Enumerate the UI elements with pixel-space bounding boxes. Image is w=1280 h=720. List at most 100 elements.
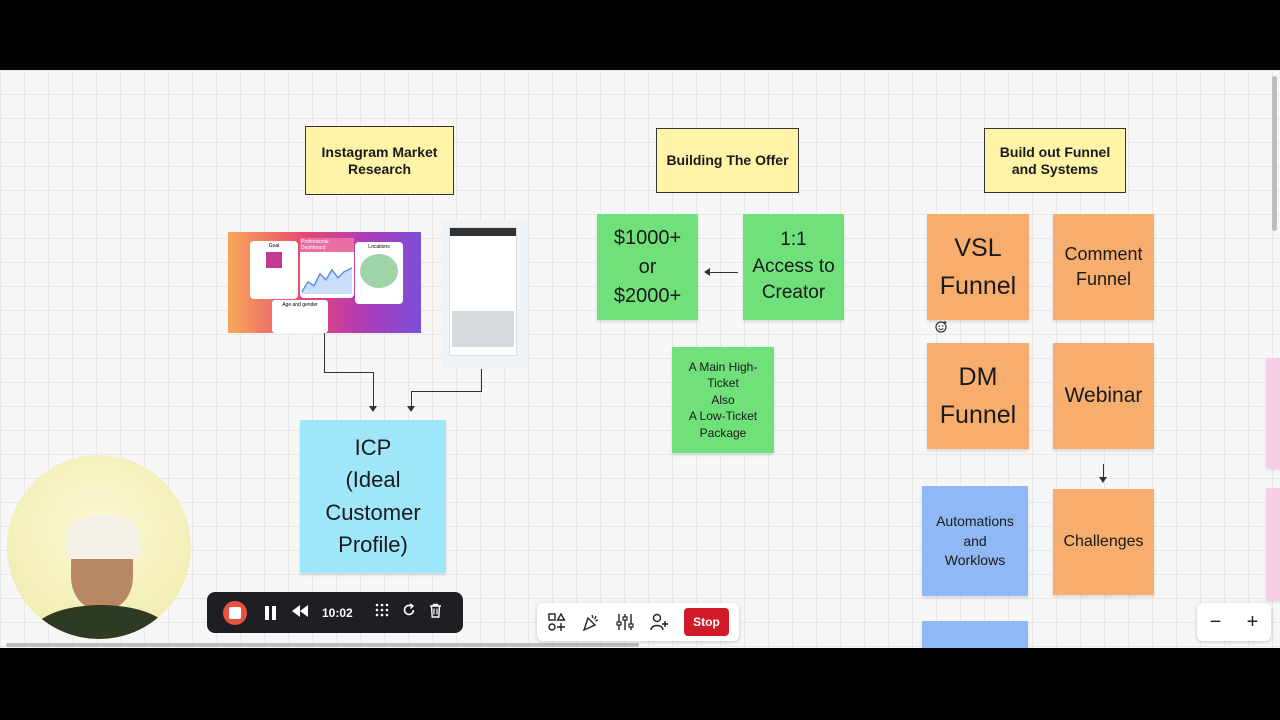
phone-keyboard — [452, 311, 514, 347]
dm-funnel-sticky[interactable]: DM Funnel — [927, 343, 1029, 449]
icp-line4: Profile) — [338, 531, 408, 557]
trash-icon — [429, 603, 441, 618]
arrowhead — [407, 406, 415, 412]
webinar-label: Webinar — [1064, 384, 1143, 408]
dm-line1: DM — [958, 363, 998, 391]
connector-line — [411, 391, 482, 392]
partial-pink-sticky[interactable] — [1266, 488, 1280, 600]
connector-line — [481, 369, 482, 391]
instagram-dashboard-image[interactable]: Goal Professional Dashboard Locations Ag… — [228, 232, 421, 333]
phone-header — [450, 228, 516, 236]
icp-line2: (Ideal — [345, 467, 401, 493]
header-funnel-systems-label: Build out Funnel and Systems — [999, 143, 1111, 177]
comment-line1: Comment — [1064, 243, 1143, 264]
recording-timer: 10:02 — [322, 605, 353, 620]
shapes-button[interactable] — [543, 608, 571, 636]
vertical-scrollbar[interactable] — [1272, 76, 1277, 231]
recording-control-bar: 10:02 — [207, 592, 463, 633]
goal-card-label: Goal — [268, 243, 280, 249]
horizontal-scrollbar[interactable] — [6, 643, 639, 647]
header-market-research[interactable]: Instagram Market Research — [305, 126, 454, 195]
presenter-body — [31, 605, 171, 639]
dashboard-chart-graphic — [301, 267, 353, 294]
price-line1: $1000+ — [613, 227, 682, 249]
webinar-sticky[interactable]: Webinar — [1053, 343, 1154, 449]
rewind-button[interactable] — [292, 604, 308, 622]
goal-card: Goal — [250, 241, 298, 299]
dashboard-card: Professional Dashboard — [300, 238, 354, 298]
shapes-icon — [548, 612, 566, 631]
arrowhead — [369, 406, 377, 412]
dashboard-card-title: Professional Dashboard — [300, 238, 354, 252]
webcam-overlay — [7, 455, 191, 639]
settings-button[interactable] — [611, 608, 639, 636]
comment-funnel-sticky[interactable]: Comment Funnel — [1053, 214, 1154, 320]
header-market-research-label: Instagram Market Research — [321, 143, 438, 177]
record-stop-button[interactable] — [223, 600, 247, 625]
zoom-in-icon[interactable]: + — [1246, 610, 1259, 633]
add-user-icon — [650, 613, 668, 631]
access-line1: 1:1 — [780, 228, 807, 250]
header-building-offer[interactable]: Building The Offer — [656, 128, 799, 193]
partial-blue-sticky[interactable] — [922, 621, 1028, 648]
restart-button[interactable] — [402, 603, 416, 622]
header-building-offer-label: Building The Offer — [666, 152, 789, 169]
stop-button-label: Stop — [693, 615, 720, 629]
zoom-out-icon[interactable]: − — [1209, 610, 1222, 633]
vsl-funnel-sticky[interactable]: VSL Funnel — [927, 214, 1029, 320]
connector-line — [373, 372, 374, 406]
phone-screenshot-image[interactable] — [442, 221, 528, 369]
package-line2: Ticket — [707, 376, 739, 391]
restart-icon — [403, 603, 415, 616]
challenges-sticky[interactable]: Challenges — [1053, 489, 1154, 595]
icp-sticky[interactable]: ICP (Ideal Customer Profile) — [300, 420, 446, 573]
package-line5: Package — [699, 425, 747, 440]
connector-line — [1103, 464, 1104, 477]
access-line2: Access to — [752, 255, 835, 277]
package-line1: A Main High- — [688, 360, 758, 375]
age-gender-card: Age and gender — [272, 300, 328, 333]
celebrate-icon — [582, 614, 599, 632]
age-gender-label: Age and gender — [282, 302, 318, 308]
stop-button[interactable]: Stop — [684, 608, 729, 636]
reaction-icon[interactable] — [933, 318, 949, 334]
challenges-label: Challenges — [1063, 533, 1144, 551]
vsl-line1: VSL — [954, 234, 1002, 262]
connector-line — [710, 272, 738, 273]
pause-button[interactable] — [265, 605, 276, 620]
icp-line3: Customer — [325, 499, 421, 525]
price-line2: or — [638, 256, 657, 278]
connector-line — [411, 391, 412, 406]
header-funnel-systems[interactable]: Build out Funnel and Systems — [984, 128, 1126, 193]
record-stop-icon — [229, 606, 241, 619]
pause-icon — [265, 605, 276, 620]
delete-recording-button[interactable] — [429, 603, 442, 623]
add-user-button[interactable] — [645, 608, 673, 636]
grid-icon — [375, 603, 389, 617]
price-sticky[interactable]: $1000+ or $2000+ — [597, 214, 698, 320]
zoom-controls: − + — [1197, 603, 1271, 641]
automations-line1: Automations — [936, 512, 1014, 529]
locations-card-label: Locations — [368, 244, 390, 250]
presenter-beanie — [67, 515, 139, 559]
goal-avatar-thumb — [266, 252, 282, 268]
automations-line3: Worklows — [944, 552, 1006, 569]
access-line3: Creator — [761, 282, 826, 304]
automations-sticky[interactable]: Automations and Worklows — [922, 486, 1028, 596]
partial-pink-sticky[interactable] — [1266, 358, 1280, 468]
arrowhead — [704, 268, 710, 276]
automations-line2: and — [963, 532, 987, 549]
arrowhead — [1099, 477, 1107, 483]
locations-card: Locations — [355, 242, 403, 304]
grid-button[interactable] — [375, 603, 389, 622]
access-sticky[interactable]: 1:1 Access to Creator — [743, 214, 844, 320]
package-sticky[interactable]: A Main High- Ticket Also A Low-Ticket Pa… — [672, 347, 774, 453]
collaboration-toolbar: Stop — [537, 603, 739, 641]
whiteboard-canvas[interactable]: Instagram Market Research Building The O… — [0, 70, 1280, 648]
connector-line — [324, 333, 325, 373]
locations-map — [360, 254, 398, 288]
dm-line2: Funnel — [939, 401, 1017, 429]
comment-line2: Funnel — [1075, 268, 1132, 289]
icp-line1: ICP — [354, 434, 392, 460]
celebrate-button[interactable] — [577, 608, 605, 636]
